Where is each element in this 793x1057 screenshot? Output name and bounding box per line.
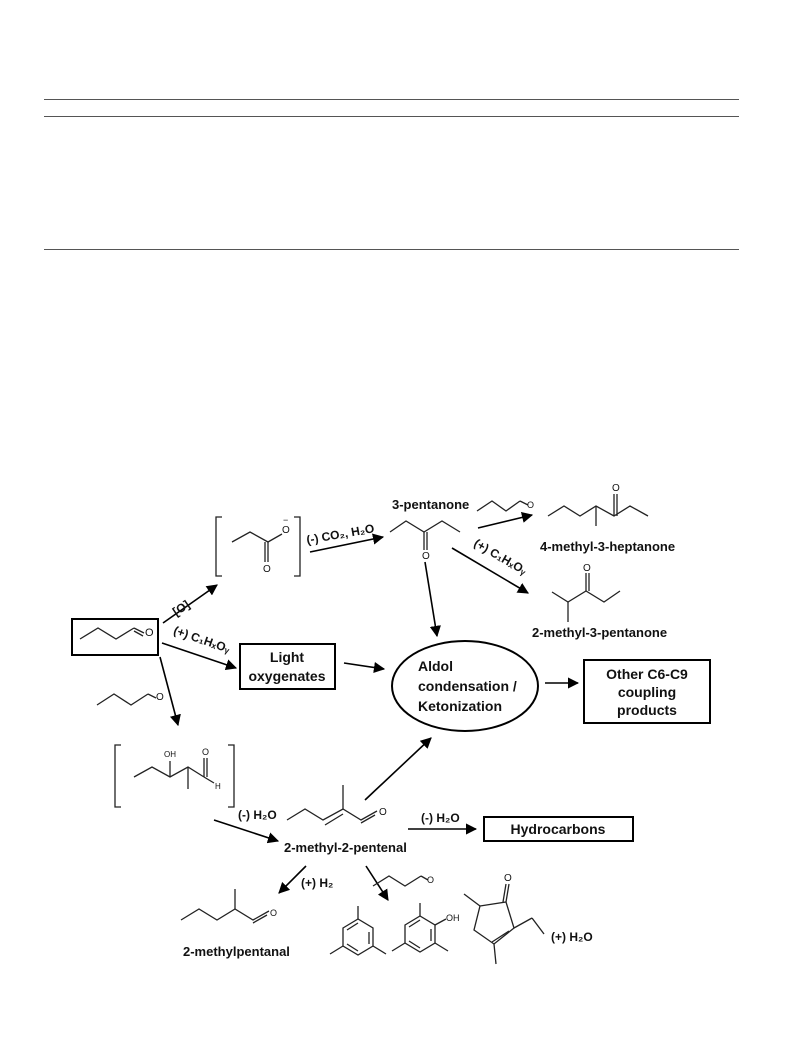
hydrocarbons-label: Hydrocarbons <box>511 821 606 837</box>
cyclopentenone-oxygen: O <box>504 873 512 884</box>
hydrocarbons-box <box>483 816 634 842</box>
propanal-reagent-left: O <box>96 692 164 706</box>
c1hxoy-top-label: (+) C₁HₓOᵧ <box>471 536 529 578</box>
4-methyl-3-heptanone-label: 4-methyl-3-heptanone <box>540 539 675 554</box>
carboxylate-oxygen-anion: O <box>282 525 290 536</box>
methylpentanone-oxygen: O <box>583 563 591 574</box>
light-oxygenates-line1: Light <box>270 649 305 665</box>
3-pentanone-structure: O <box>389 520 461 562</box>
carboxylate-charge: − <box>283 515 288 525</box>
arrow-oxidation <box>162 584 218 624</box>
propanal-oxygen: O <box>145 627 154 639</box>
light-oxygenates-line2: oxygenates <box>248 668 325 684</box>
arrow-dehydration-left <box>213 819 280 844</box>
arrow-to-light-oxygenates <box>161 642 238 671</box>
pentenal-oxygen: O <box>379 807 387 818</box>
2-methyl-3-pentanone-label: 2-methyl-3-pentanone <box>532 625 667 640</box>
adduct-oxygen: O <box>202 747 209 757</box>
carboxylate-oxygen: O <box>263 564 271 575</box>
other-products-line3: products <box>617 702 677 718</box>
4-methyl-3-heptanone-structure: O <box>547 483 649 526</box>
aldol-adduct-intermediate: OH O H <box>114 744 235 808</box>
arrow-hydrogenation <box>278 865 307 894</box>
cyclopentenone-structure: O <box>463 873 545 965</box>
mesitylene-structure <box>329 906 387 956</box>
c1hxoy-mid-label: (+) C₁HₓOᵧ <box>172 623 233 656</box>
light-oxygenates-box <box>239 643 336 690</box>
pentanone-oxygen: O <box>422 551 430 562</box>
other-products-line2: coupling <box>618 684 676 700</box>
plus-h2o-label: (+) H₂O <box>551 930 593 944</box>
trimethylphenol-structure: OH <box>391 903 460 953</box>
arrow-to-methylpentanone <box>451 547 529 594</box>
other-products-box <box>583 659 711 724</box>
arrow-to-methylheptanone <box>477 511 534 529</box>
phenol-hydroxyl: OH <box>446 913 460 923</box>
table-rule-top <box>44 99 739 100</box>
propanal-reagent-top: O <box>476 500 534 512</box>
minus-h2o-right-label: (-) H₂O <box>421 811 460 825</box>
aldol-line2: condensation / <box>418 678 517 694</box>
arrow-to-aldol-adduct <box>159 656 181 727</box>
2-methyl-2-pentenal-structure: O <box>286 785 387 826</box>
aldol-line3: Ketonization <box>418 698 502 714</box>
arrow-decarboxylation <box>309 533 385 553</box>
arrow-oxygenates-to-aldol <box>343 661 386 674</box>
arrow-pentenal-to-aldol <box>364 737 432 801</box>
other-products-line1: Other C6-C9 <box>606 666 688 682</box>
table-rule-mid <box>44 116 739 117</box>
methylpentanal-oxygen: O <box>270 908 277 918</box>
2-methylpentanal-structure: O <box>180 889 277 924</box>
aldol-ketonization-ellipse <box>391 640 539 732</box>
propanal-reagent-bottom: O <box>372 875 434 887</box>
co2-h2o-label: (-) CO₂, H₂O <box>305 521 375 547</box>
3-pentanone-label: 3-pentanone <box>392 497 469 512</box>
adduct-hydrogen: H <box>215 782 221 791</box>
2-methylpentanal-label: 2-methylpentanal <box>183 944 290 959</box>
minus-h2o-left-label: (-) H₂O <box>238 808 277 822</box>
2-methyl-3-pentanone-structure: O <box>551 563 621 622</box>
2-methyl-2-pentenal-label: 2-methyl-2-pentenal <box>284 840 407 855</box>
heptanone-oxygen: O <box>612 483 620 494</box>
propionate-intermediate: O − O <box>215 515 301 577</box>
table-rule-bottom <box>44 249 739 250</box>
propanal-box: O <box>71 618 159 656</box>
arrow-pentanone-to-aldol <box>424 561 441 638</box>
propanal-bottom-oxygen: O <box>427 875 434 885</box>
propanal-left-oxygen: O <box>156 692 164 703</box>
plus-h2-label: (+) H₂ <box>301 876 333 890</box>
adduct-hydroxyl: OH <box>164 750 176 759</box>
propanal-top-oxygen: O <box>527 500 534 510</box>
aldol-line1: Aldol <box>418 658 453 674</box>
